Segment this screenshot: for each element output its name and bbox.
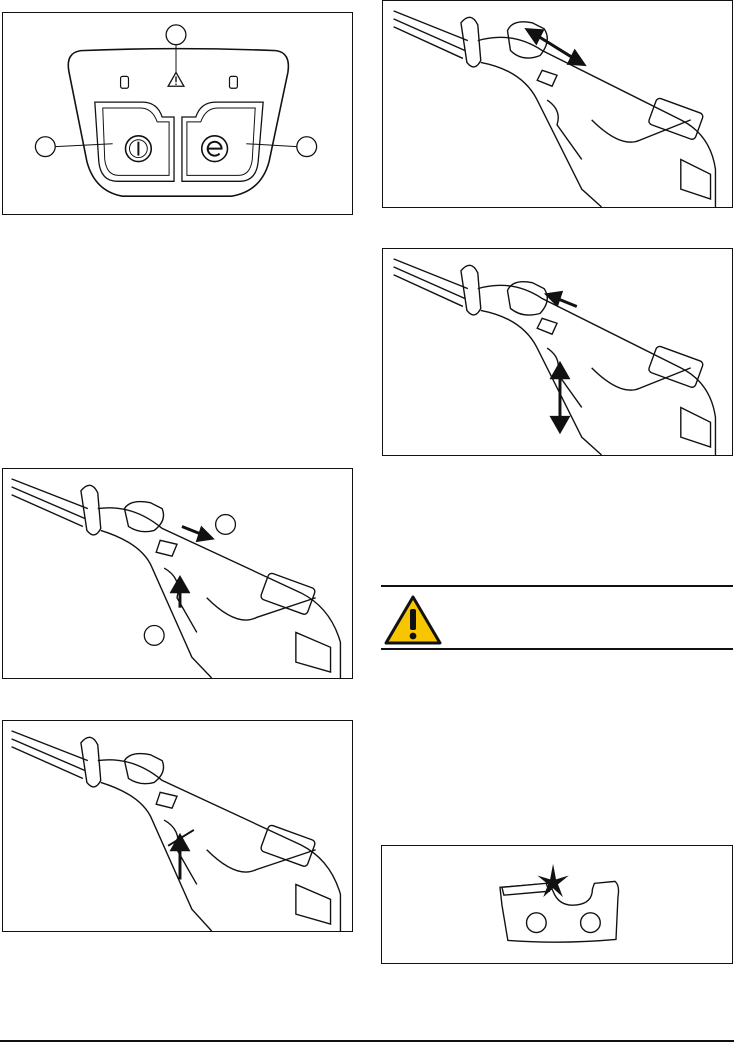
warning-triangle-icon (383, 594, 443, 646)
power-icon (126, 136, 152, 162)
warning-bottom-rule (381, 648, 733, 650)
push-back-arrow-icon (547, 293, 577, 307)
figure-handle-lock-release (382, 248, 733, 456)
figure-handle-lock-trigger (2, 468, 353, 679)
eco-mode-icon (202, 136, 228, 162)
push-forward-arrow-icon (182, 526, 212, 540)
press-trigger-arrow-icon (172, 578, 188, 608)
figure-handle-trigger-blocked (2, 720, 353, 932)
warning-box (381, 588, 733, 648)
warning-top-rule (381, 585, 733, 587)
figure-saw-chain-cutter (381, 845, 733, 964)
trigger-up-down-arrow-icon (552, 364, 568, 431)
footer-rule (0, 1040, 734, 1042)
figure-control-panel (2, 12, 353, 215)
figure-handle-slide (382, 0, 733, 208)
